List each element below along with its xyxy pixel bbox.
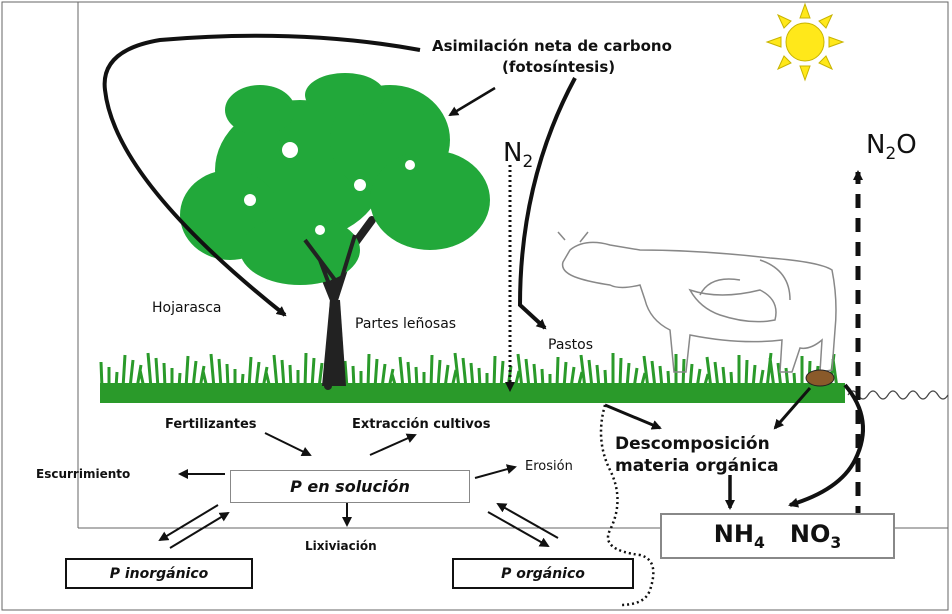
- label-descomposicion-line1: Descomposición: [615, 436, 770, 453]
- arrow-extraccion: [370, 435, 415, 455]
- arrow-solucion-to-organico: [488, 512, 548, 546]
- box-p-organico: P orgánico: [452, 558, 634, 589]
- cow-icon: [558, 232, 836, 372]
- label-n2o: N2O: [866, 132, 917, 162]
- label-partes-lenosas: Partes leñosas: [355, 317, 456, 331]
- sun-icon: [767, 4, 843, 80]
- label-pastos: Pastos: [548, 338, 593, 352]
- arrow-inorganico-to-solucion: [170, 513, 228, 548]
- label-n2: N2: [503, 140, 533, 170]
- tree-icon: [180, 73, 490, 386]
- box-p-solucion-text: P en solución: [290, 477, 410, 496]
- label-asimilacion-line1: Asimilación neta de carbono: [432, 39, 672, 54]
- label-lixiviacion: Lixiviación: [305, 540, 377, 552]
- label-escurrimiento: Escurrimiento: [36, 468, 130, 480]
- label-descomposicion-line2: materia orgánica: [615, 458, 779, 475]
- arrow-to-descomposicion: [605, 405, 660, 428]
- label-asimilacion-line2: (fotosíntesis): [502, 60, 615, 75]
- arrow-erosion: [475, 467, 515, 478]
- label-erosion: Erosión: [525, 460, 573, 473]
- arrow-fertilizantes: [265, 433, 310, 455]
- box-p-solucion: P en solución: [230, 470, 470, 503]
- box-p-inorganico: P inorgánico: [65, 558, 253, 589]
- label-fertilizantes: Fertilizantes: [165, 418, 257, 431]
- arrow-solucion-to-inorganico: [160, 505, 218, 540]
- label-hojarasca: Hojarasca: [152, 301, 221, 315]
- wavy-line: [848, 391, 948, 399]
- box-nh4-no3: NH4 NO3: [660, 513, 895, 559]
- arrow-to-pastos: [520, 78, 575, 328]
- box-p-organico-text: P orgánico: [501, 566, 585, 582]
- label-extraccion: Extracción cultivos: [352, 418, 490, 431]
- box-nh4-no3-text: NH4 NO3: [714, 520, 841, 552]
- arrow-to-tree: [450, 88, 495, 115]
- grass-icon: [100, 353, 845, 403]
- box-p-inorganico-text: P inorgánico: [110, 566, 209, 582]
- soil-organism-icon: [806, 370, 834, 386]
- arrow-organico-to-solucion: [498, 504, 558, 538]
